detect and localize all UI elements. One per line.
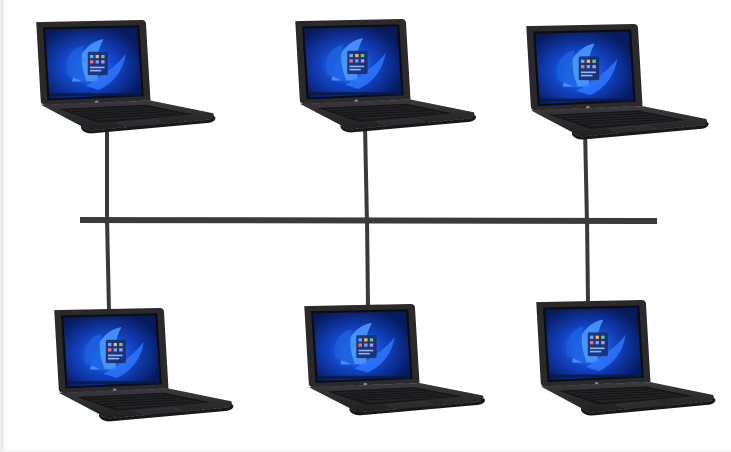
left-border [0, 0, 4, 452]
drop-cable-top-right [583, 127, 589, 225]
laptop-icon [294, 18, 477, 133]
drop-cable-bottom-center [365, 217, 370, 307]
laptop-icon [53, 307, 234, 422]
drop-cable-bottom-right [585, 217, 590, 303]
laptop-icon [303, 303, 486, 416]
laptop-icon [525, 23, 710, 141]
drop-cable-bottom-left [105, 217, 111, 313]
bottom-border [0, 450, 731, 452]
laptop-icon [35, 19, 216, 134]
drop-cable-top-center [363, 125, 369, 225]
laptop-icon [535, 299, 717, 417]
